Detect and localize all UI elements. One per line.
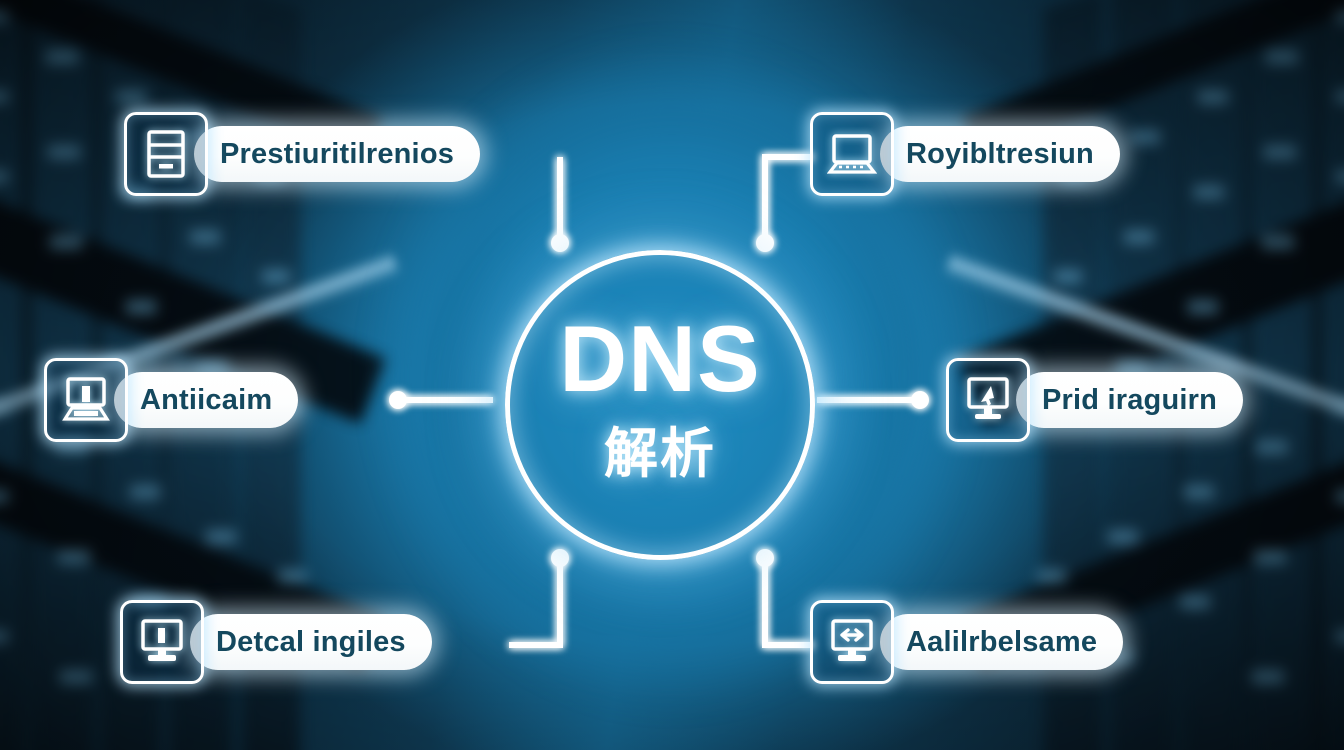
monitor-cursor-icon (946, 358, 1030, 442)
node-top-left-label: Prestiuritilrenios (220, 137, 455, 170)
node-bottom-right[interactable]: Aalilrbelsame (810, 600, 1124, 684)
desktop-monitor-icon (44, 358, 128, 442)
hub-subtitle: 解析 (604, 423, 716, 484)
node-bottom-left[interactable]: Detcal ingiles (120, 600, 432, 684)
node-mid-left[interactable]: Antiicaim (44, 358, 299, 442)
node-bottom-left-label: Detcal ingiles (216, 625, 406, 658)
node-top-right-label: Royibltresiun (906, 137, 1094, 170)
node-top-right-pill[interactable]: Royibltresiun (880, 126, 1120, 182)
node-bottom-right-label: Aalilrbelsame (906, 625, 1098, 658)
node-mid-right-pill[interactable]: Prid iraguirn (1016, 372, 1244, 428)
node-mid-left-pill[interactable]: Antiicaim (114, 372, 299, 428)
node-mid-left-label: Antiicaim (140, 383, 273, 416)
node-top-left-pill[interactable]: Prestiuritilrenios (194, 126, 481, 182)
node-top-right[interactable]: Royibltresiun (810, 112, 1120, 196)
hub-title: DNS (559, 306, 761, 412)
node-mid-right-label: Prid iraguirn (1042, 383, 1218, 416)
node-bottom-left-pill[interactable]: Detcal ingiles (190, 614, 432, 670)
node-mid-right[interactable]: Prid iraguirn (946, 358, 1244, 442)
monitor-bandwidth-icon (810, 600, 894, 684)
node-top-left[interactable]: Prestiuritilrenios (124, 112, 481, 196)
laptop-icon (810, 112, 894, 196)
node-bottom-right-pill[interactable]: Aalilrbelsame (880, 614, 1124, 670)
dns-hub-circle: DNS 解析 (505, 250, 815, 560)
monitor-tower-icon (120, 600, 204, 684)
server-rack-icon (124, 112, 208, 196)
